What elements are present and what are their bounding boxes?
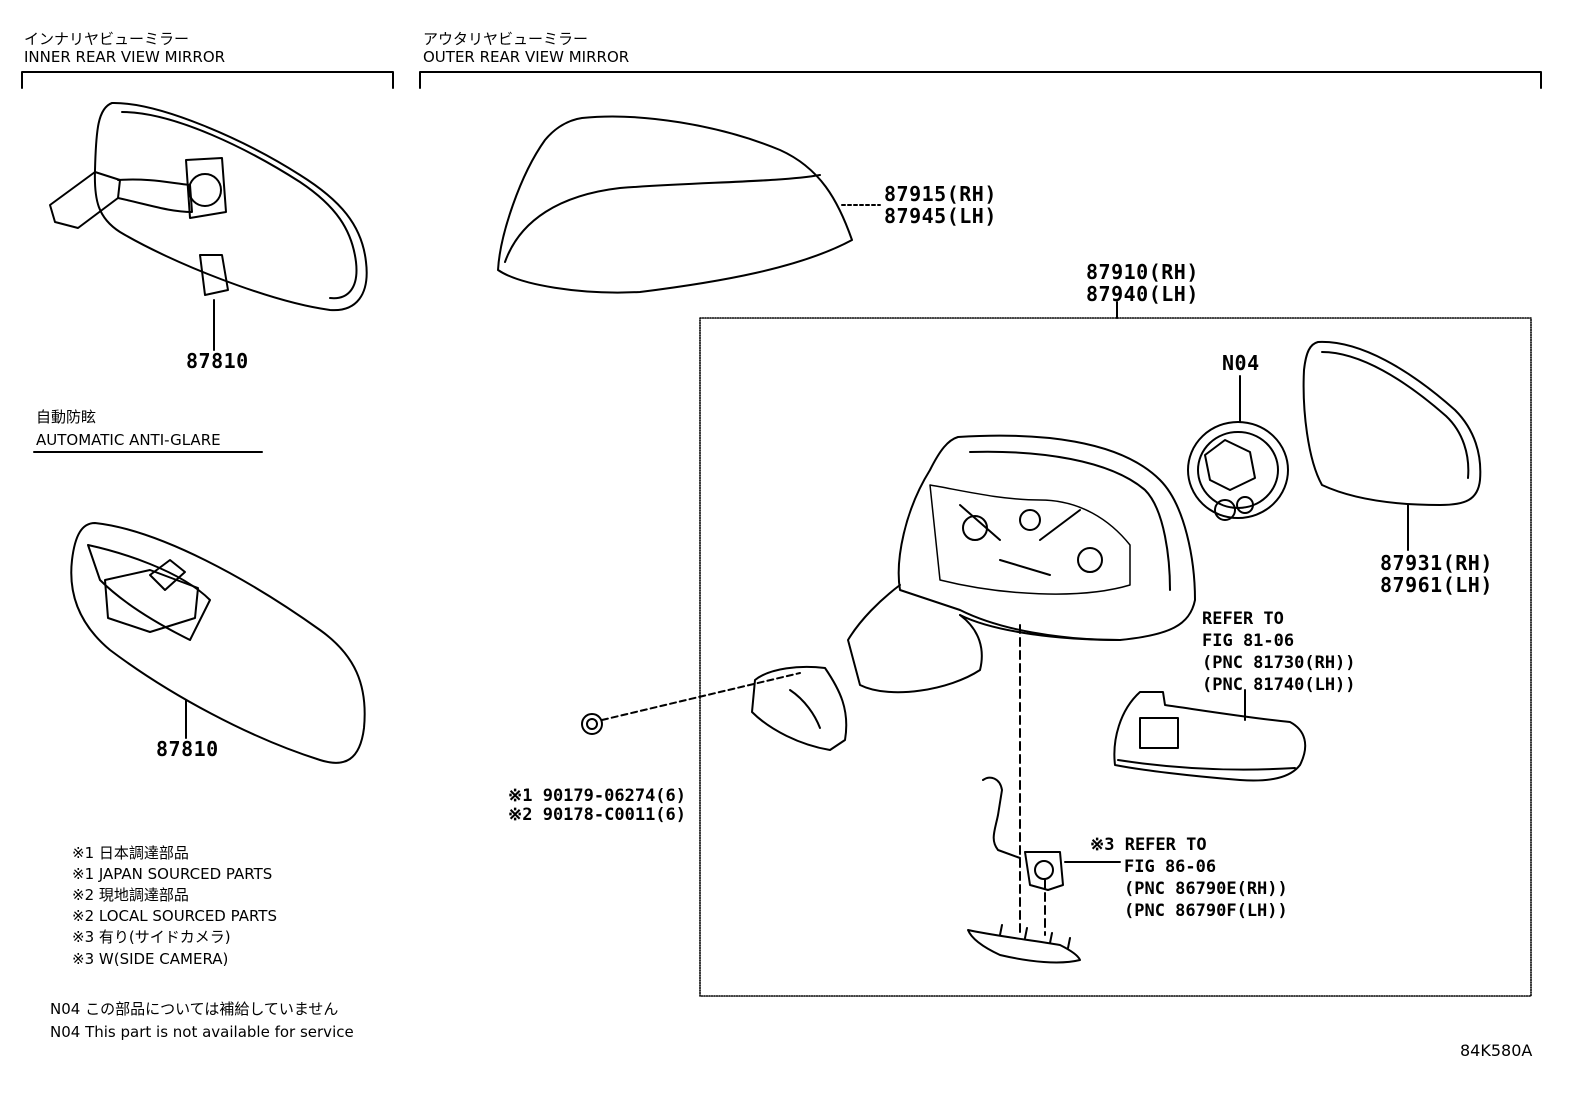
camera-ref-line-3: (PNC 86790E(RH))	[1124, 879, 1288, 899]
turn-ref-line-4: (PNC 81740(LH))	[1202, 675, 1356, 695]
note-2-jp: ※2 現地調達部品	[72, 886, 189, 904]
outer-header-jp: アウタリヤビューミラー	[423, 30, 589, 48]
figure-id: 84K580A	[1460, 1041, 1533, 1060]
mirror-glass-drawing	[1302, 340, 1482, 551]
part-number-cover-lh[interactable]: 87945(LH)	[884, 204, 997, 228]
part-number-assy-rh[interactable]: 87910(RH)	[1086, 260, 1199, 284]
part-number-inner-mirror-1[interactable]: 87810	[186, 349, 249, 373]
camera-ref-line-1[interactable]: ※3 REFER TO	[1090, 835, 1207, 855]
turn-ref-line-1[interactable]: REFER TO	[1202, 609, 1284, 629]
note-1-jp: ※1 日本調達部品	[72, 844, 189, 862]
clip-drawing	[581, 713, 603, 735]
n04-note-en: N04 This part is not available for servi…	[50, 1023, 354, 1041]
note-1-en: ※1 JAPAN SOURCED PARTS	[72, 865, 273, 883]
camera-ref-line-4: (PNC 86790F(LH))	[1124, 901, 1288, 921]
mirror-body-drawing	[847, 434, 1196, 694]
turn-signal-drawing	[1113, 689, 1307, 782]
note-3-jp: ※3 有り(サイドカメラ)	[72, 928, 231, 946]
mirror-cover-drawing	[497, 115, 881, 294]
part-number-glass-rh[interactable]: 87931(RH)	[1380, 551, 1493, 575]
outer-header-en: OUTER REAR VIEW MIRROR	[423, 48, 630, 66]
side-camera-drawing	[967, 624, 1121, 964]
outer-section-bracket	[419, 71, 1542, 89]
clip-leader-line	[601, 672, 801, 721]
assembly-box	[699, 317, 1532, 997]
actuator-drawing	[1187, 375, 1289, 521]
part-number-assy-lh[interactable]: 87940(LH)	[1086, 282, 1199, 306]
turn-ref-line-2[interactable]: FIG 81-06	[1202, 631, 1295, 651]
inner-mirror-drawing-2	[70, 522, 366, 764]
part-number-inner-mirror-2[interactable]: 87810	[156, 737, 219, 761]
part-number-n04[interactable]: N04	[1222, 351, 1260, 375]
inner-section-bracket	[21, 71, 394, 89]
note-2-en: ※2 LOCAL SOURCED PARTS	[72, 907, 277, 925]
part-number-clip-1[interactable]: ※1 90179-06274(6)	[508, 786, 687, 806]
inner-mirror-drawing-1	[49, 101, 368, 351]
inner-header-en: INNER REAR VIEW MIRROR	[24, 48, 226, 66]
inner-header-jp: インナリヤビューミラー	[24, 30, 190, 48]
part-number-clip-2[interactable]: ※2 90178-C0011(6)	[508, 805, 687, 825]
note-3-en: ※3 W(SIDE CAMERA)	[72, 950, 229, 968]
camera-ref-line-2[interactable]: FIG 86-06	[1124, 857, 1217, 877]
turn-ref-line-3: (PNC 81730(RH))	[1202, 653, 1356, 673]
part-number-glass-lh[interactable]: 87961(LH)	[1380, 573, 1493, 597]
part-number-cover-rh[interactable]: 87915(RH)	[884, 182, 997, 206]
n04-note-jp: N04 この部品については補給していません	[50, 1000, 339, 1018]
anti-glare-en: AUTOMATIC ANTI-GLARE	[36, 431, 221, 449]
mirror-base-drawing	[751, 665, 848, 751]
anti-glare-jp: 自動防眩	[36, 408, 97, 426]
